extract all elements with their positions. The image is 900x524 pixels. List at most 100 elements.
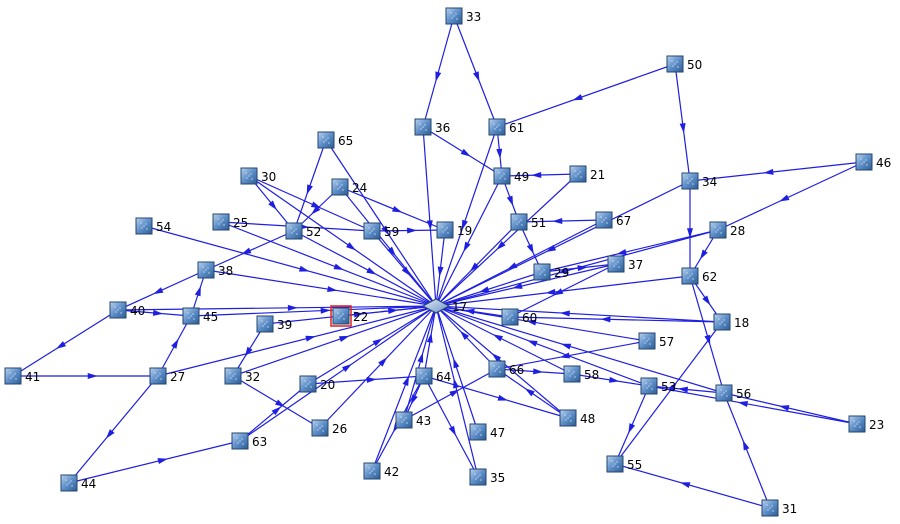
edge-32-26 — [232, 375, 321, 429]
node-texture-dot — [242, 443, 244, 445]
edge-24-17 — [339, 186, 437, 307]
node-label-43: 43 — [416, 414, 431, 428]
node-texture-dot — [319, 427, 321, 429]
node-65[interactable]: 65 — [317, 131, 353, 149]
node-47[interactable]: 47 — [469, 423, 505, 441]
node-texture-dot — [605, 217, 607, 219]
node-texture-dot — [369, 232, 371, 234]
node-texture-dot — [15, 378, 17, 380]
arrowhead-27-45 — [171, 338, 179, 349]
node-label-46: 46 — [876, 156, 891, 170]
node-31[interactable]: 31 — [761, 499, 797, 517]
node-29[interactable]: 29 — [533, 263, 569, 281]
arrowhead-32-17 — [338, 335, 350, 342]
node-39[interactable]: 39 — [256, 315, 292, 333]
node-texture-dot — [645, 382, 647, 384]
arrowhead-23-53 — [737, 401, 749, 407]
node-41[interactable]: 41 — [4, 367, 40, 385]
arrowhead-60-17 — [464, 308, 475, 315]
node-label-41: 41 — [25, 370, 40, 384]
edge-50-34 — [674, 63, 691, 182]
node-label-18: 18 — [734, 316, 749, 330]
node-34[interactable]: 34 — [681, 172, 717, 190]
node-texture-dot — [154, 372, 156, 374]
node-24[interactable]: 24 — [331, 178, 367, 196]
node-texture-dot — [217, 218, 219, 220]
edge-43-17 — [403, 305, 437, 421]
node-64[interactable]: 64 — [415, 367, 451, 385]
node-32[interactable]: 32 — [224, 367, 260, 385]
node-19[interactable]: 19 — [436, 221, 472, 239]
arrowhead-38-17 — [327, 286, 338, 292]
node-45[interactable]: 45 — [182, 307, 218, 325]
arrowhead-64-43 — [410, 394, 418, 405]
node-61[interactable]: 61 — [488, 118, 524, 136]
arrowhead-51-17 — [469, 262, 479, 272]
node-25[interactable]: 25 — [212, 213, 248, 231]
node-texture-dot — [267, 326, 269, 328]
node-48[interactable]: 48 — [559, 409, 595, 427]
arrowhead-31-56 — [742, 440, 750, 451]
node-17[interactable]: 17 — [421, 298, 467, 314]
node-33[interactable]: 33 — [445, 7, 481, 25]
node-62[interactable]: 62 — [681, 267, 717, 285]
arrowhead-59-17 — [401, 266, 411, 277]
node-texture-dot — [766, 504, 768, 506]
arrowhead-49-17 — [463, 241, 471, 252]
node-36[interactable]: 36 — [414, 118, 450, 136]
node-26[interactable]: 26 — [311, 419, 347, 437]
node-texture-dot — [475, 433, 477, 435]
edge-37-17 — [435, 263, 617, 307]
node-51[interactable]: 51 — [510, 213, 546, 231]
node-46[interactable]: 46 — [855, 153, 891, 171]
node-28[interactable]: 28 — [709, 221, 745, 239]
node-21[interactable]: 21 — [569, 165, 605, 183]
node-27[interactable]: 27 — [149, 367, 185, 385]
node-18[interactable]: 18 — [713, 313, 749, 331]
node-label-50: 50 — [687, 58, 702, 72]
node-37[interactable]: 37 — [607, 255, 643, 273]
node-23[interactable]: 23 — [848, 415, 884, 433]
node-texture-dot — [718, 318, 720, 320]
node-56[interactable]: 56 — [715, 384, 751, 402]
node-label-65: 65 — [338, 134, 353, 148]
node-texture-dot — [401, 421, 403, 423]
node-49[interactable]: 49 — [493, 167, 529, 185]
node-55[interactable]: 55 — [606, 455, 642, 473]
node-texture-dot — [71, 485, 73, 487]
node-57[interactable]: 57 — [638, 332, 674, 350]
node-60[interactable]: 60 — [501, 308, 537, 326]
arrowhead-28-17 — [558, 267, 569, 274]
node-35[interactable]: 35 — [469, 468, 505, 486]
node-53[interactable]: 53 — [640, 377, 676, 395]
node-texture-dot — [368, 227, 370, 229]
node-label-27: 27 — [170, 370, 185, 384]
node-43[interactable]: 43 — [395, 411, 431, 429]
node-texture-dot — [521, 224, 523, 226]
node-texture-dot — [692, 278, 694, 280]
node-59[interactable]: 59 — [363, 222, 399, 240]
node-67[interactable]: 67 — [595, 211, 631, 229]
node-label-34: 34 — [702, 175, 717, 189]
node-66[interactable]: 66 — [488, 360, 524, 378]
node-texture-dot — [237, 442, 239, 444]
node-22[interactable]: 22 — [330, 305, 368, 327]
edge-55-18 — [614, 321, 723, 465]
node-texture-dot — [686, 177, 688, 179]
node-52[interactable]: 52 — [285, 222, 321, 240]
node-54[interactable]: 54 — [135, 217, 171, 235]
arrowhead-61-17 — [461, 219, 468, 231]
node-44[interactable]: 44 — [60, 474, 96, 492]
node-30[interactable]: 30 — [240, 167, 276, 185]
node-40[interactable]: 40 — [109, 301, 145, 319]
node-63[interactable]: 63 — [231, 432, 267, 450]
node-42[interactable]: 42 — [363, 462, 399, 480]
node-58[interactable]: 58 — [563, 365, 599, 383]
node-20[interactable]: 20 — [299, 375, 335, 393]
node-texture-dot — [203, 271, 205, 273]
node-texture-dot — [677, 66, 679, 68]
arrowhead-37-17 — [512, 283, 523, 289]
arrowhead-30-52 — [268, 200, 277, 211]
node-38[interactable]: 38 — [197, 261, 233, 279]
node-50[interactable]: 50 — [666, 55, 702, 73]
